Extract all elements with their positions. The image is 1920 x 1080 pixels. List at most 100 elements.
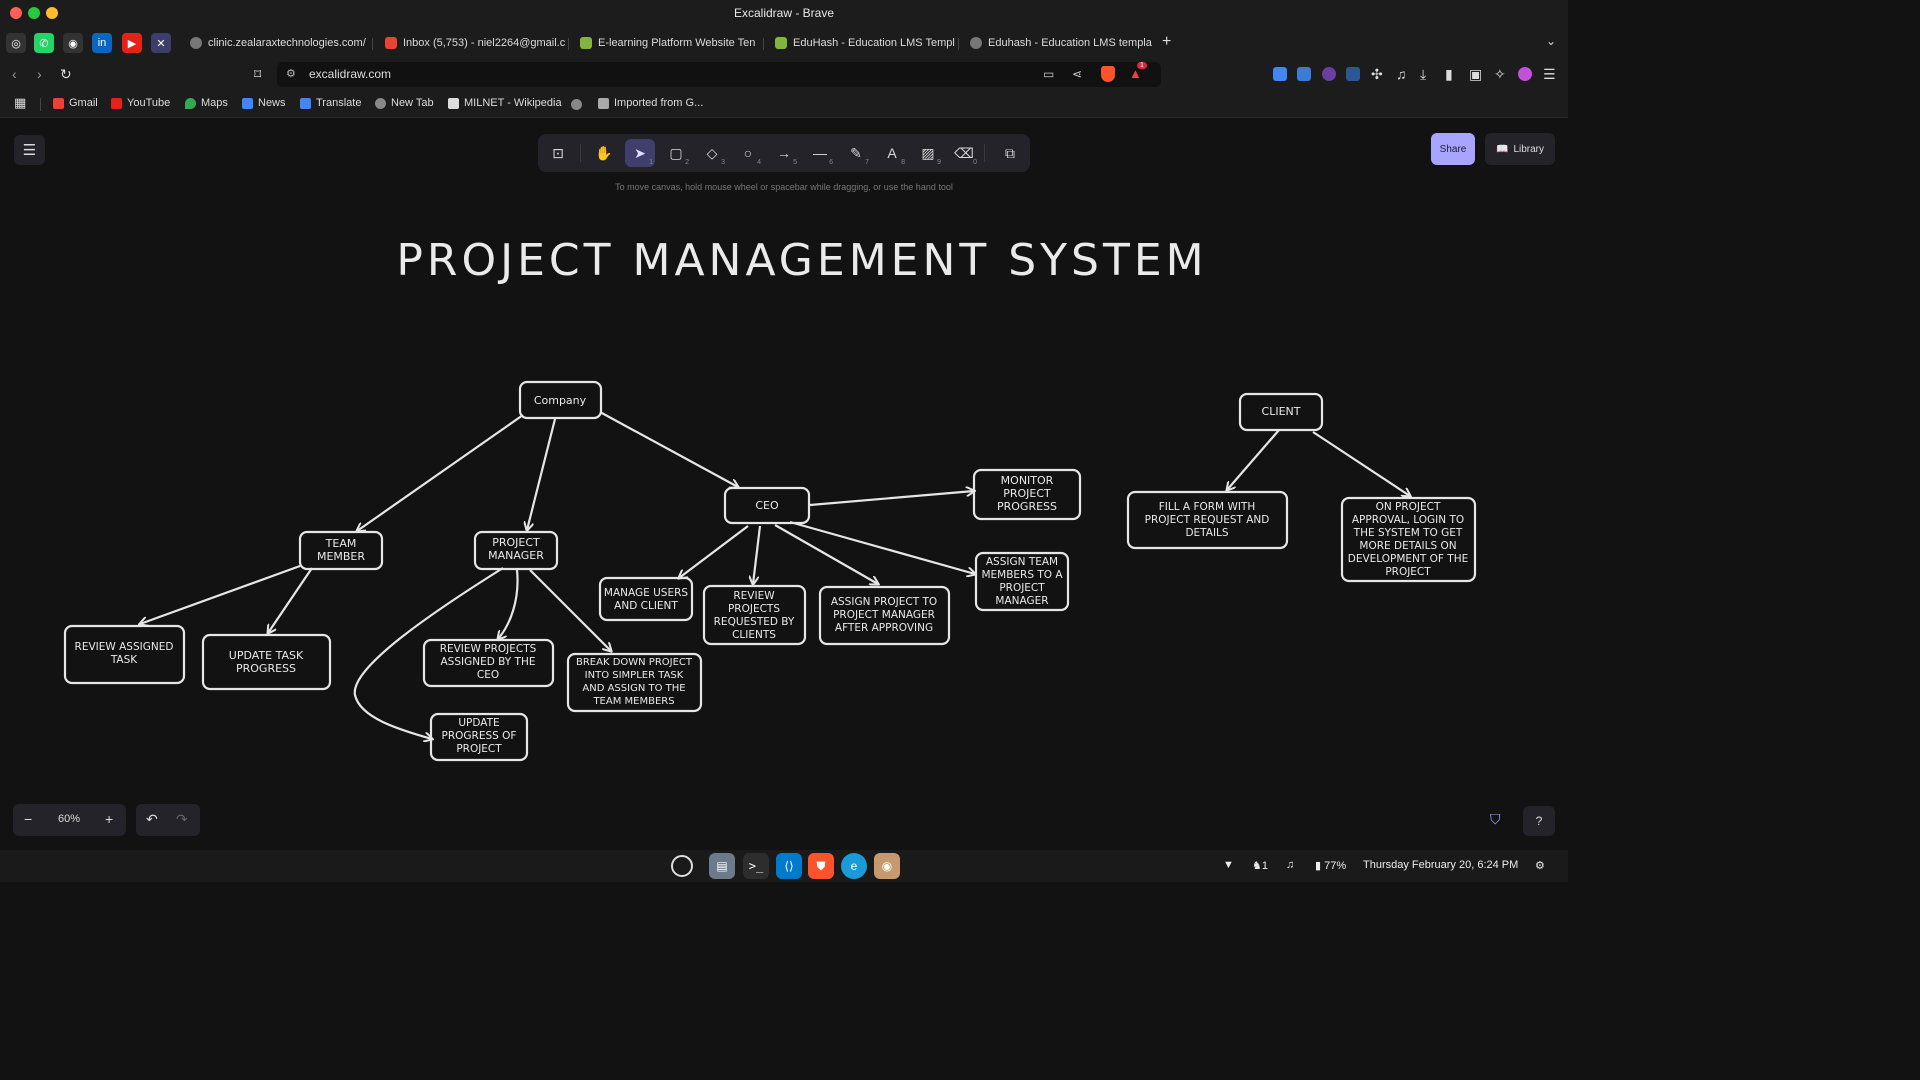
- pinned-tab-whatsapp[interactable]: ✆: [34, 33, 54, 53]
- vscode-icon[interactable]: ⟨⟩: [776, 853, 802, 879]
- selection-tool-icon[interactable]: ➤1: [625, 139, 655, 167]
- brave-rewards-icon[interactable]: ▲: [1129, 66, 1142, 81]
- bookmark-icon[interactable]: ⌑: [254, 66, 262, 82]
- extension-purple-icon[interactable]: [1322, 67, 1336, 81]
- extra-tools-icon[interactable]: ⧉: [1005, 144, 1015, 161]
- wallet-icon[interactable]: ▣: [1469, 66, 1483, 82]
- bookmark-new-tab[interactable]: New Tab: [375, 97, 434, 109]
- wikipedia-icon: [448, 97, 459, 109]
- lock-tool-icon[interactable]: ⊡: [552, 144, 564, 161]
- files-icon[interactable]: ▤: [709, 853, 735, 879]
- box-project-manager: [473, 530, 559, 571]
- bookmark-translate[interactable]: Translate: [300, 97, 361, 109]
- zoom-level[interactable]: 60%: [58, 813, 81, 825]
- extension-docs-icon[interactable]: [1273, 67, 1287, 81]
- pinned-tab-youtube[interactable]: ▶: [122, 33, 142, 53]
- node-boxes[interactable]: [63, 380, 1477, 762]
- terminal-icon[interactable]: >_: [743, 853, 769, 879]
- pinned-tab-github[interactable]: ◉: [63, 33, 83, 53]
- globe-icon: [375, 97, 386, 109]
- bookmark-gmail[interactable]: Gmail: [53, 97, 98, 109]
- share-page-icon[interactable]: ⋖: [1072, 67, 1083, 81]
- diamond-tool-icon[interactable]: ◇3: [706, 144, 725, 167]
- tab-clinic[interactable]: clinic.zealaraxtechnologies.com/: [190, 32, 366, 54]
- bookmark-milnet[interactable]: MILNET - Wikipedia: [448, 97, 562, 109]
- line-tool-icon[interactable]: —6: [813, 145, 833, 166]
- bookmark-maps[interactable]: Maps: [185, 97, 228, 109]
- extension-fi-icon[interactable]: [1297, 67, 1311, 81]
- main-menu-button[interactable]: ☰: [14, 135, 45, 165]
- pinned-tab-chatgpt[interactable]: ◎: [6, 33, 26, 53]
- profile-avatar[interactable]: [1518, 67, 1532, 81]
- downloads-icon[interactable]: ⤓: [1420, 66, 1427, 82]
- draw-pencil-tool-icon[interactable]: ✎7: [850, 144, 869, 167]
- bookmarks-separator: [40, 98, 41, 111]
- help-icon: ?: [1535, 814, 1543, 828]
- extensions-puzzle-icon[interactable]: ✣: [1371, 66, 1383, 82]
- pinned-tab-linkedin[interactable]: in: [92, 33, 112, 53]
- tab-gmail-inbox[interactable]: Inbox (5,753) - niel2264@gmail.c: [385, 32, 565, 54]
- new-tab-button[interactable]: +: [1162, 33, 1172, 50]
- globe-bookmark-icon[interactable]: [571, 99, 582, 110]
- undo-icon[interactable]: ↶: [146, 811, 158, 827]
- close-window-button[interactable]: [10, 7, 22, 19]
- music-icon[interactable]: ♫: [1286, 859, 1295, 871]
- sidebar-toggle-icon[interactable]: ▮: [1445, 66, 1453, 82]
- bookmark-news[interactable]: News: [242, 97, 286, 109]
- edge-browser-icon[interactable]: e: [841, 853, 867, 879]
- extension-pdf-icon[interactable]: [1346, 67, 1360, 81]
- url-bar[interactable]: ⚙ excalidraw.com ▭ ⋖ ▲ 1: [277, 62, 1161, 87]
- leo-ai-icon[interactable]: ✧: [1494, 66, 1506, 82]
- apps-grid-icon[interactable]: ▦: [14, 95, 27, 110]
- notification-count: 1: [1261, 860, 1268, 872]
- address-toolbar: ‹ › ↻ ⌑ ⚙ excalidraw.com ▭ ⋖ ▲ 1 ✣ ♫ ⤓ ▮…: [0, 59, 1568, 90]
- connector-arrows[interactable]: [140, 411, 1410, 739]
- encryption-shield-icon[interactable]: ⛉: [1490, 811, 1501, 827]
- pinned-tab-excalidraw[interactable]: ✕: [151, 33, 171, 53]
- maximize-window-button[interactable]: [46, 7, 58, 19]
- zoom-in-button[interactable]: +: [105, 811, 114, 827]
- tab-elearning[interactable]: E-learning Platform Website Ten: [580, 32, 755, 54]
- clock[interactable]: Thursday February 20, 6:24 PM: [1363, 859, 1519, 871]
- forward-arrow-icon[interactable]: ›: [37, 66, 42, 82]
- browser-menu-icon[interactable]: ☰: [1543, 66, 1556, 82]
- bookmark-youtube[interactable]: YouTube: [111, 97, 170, 109]
- brave-browser-icon[interactable]: ⛊: [808, 853, 834, 879]
- eraser-tool-icon[interactable]: ⌫0: [954, 144, 977, 167]
- tab-eduhash-1[interactable]: EduHash - Education LMS Templ: [775, 32, 955, 54]
- bookmark-label: New Tab: [391, 97, 434, 109]
- zoom-out-button[interactable]: −: [24, 811, 33, 827]
- wifi-icon[interactable]: ▼: [1223, 859, 1234, 871]
- image-tool-icon[interactable]: ▨9: [921, 144, 941, 167]
- media-music-icon[interactable]: ♫: [1396, 66, 1407, 82]
- shortcut-number: 6: [829, 159, 833, 166]
- arrow-tool-icon[interactable]: →5: [777, 145, 797, 166]
- brave-shields-icon[interactable]: [1101, 66, 1115, 82]
- redo-icon[interactable]: ↷: [176, 811, 188, 827]
- reload-icon[interactable]: ↻: [60, 66, 72, 82]
- cast-icon[interactable]: ▭: [1043, 67, 1055, 81]
- back-arrow-icon[interactable]: ‹: [12, 66, 17, 82]
- eye-app-icon[interactable]: ◉: [874, 853, 900, 879]
- arrow-ceo-monitor: [809, 491, 974, 507]
- tab-eduhash-2[interactable]: Eduhash - Education LMS templa: [970, 32, 1152, 54]
- minimize-window-button[interactable]: [28, 7, 40, 19]
- notification-icon[interactable]: ♞1: [1252, 860, 1268, 872]
- hand-tool-icon[interactable]: ✋: [595, 144, 613, 161]
- site-settings-icon[interactable]: ⚙: [286, 68, 296, 80]
- share-button[interactable]: Share: [1431, 133, 1475, 165]
- battery-icon[interactable]: ▮ 77%: [1315, 860, 1347, 872]
- ubuntu-launcher-icon[interactable]: [671, 855, 693, 877]
- rectangle-tool-icon[interactable]: ▢2: [669, 144, 689, 167]
- help-button[interactable]: ?: [1523, 806, 1555, 836]
- ellipse-tool-icon[interactable]: ○4: [743, 145, 761, 166]
- diagram-title[interactable]: PROJECT MANAGEMENT SYSTEM: [396, 235, 1207, 286]
- history-controls: ↶ ↷: [136, 804, 200, 836]
- library-button[interactable]: 📖Library: [1485, 133, 1555, 165]
- tab-list-chevron-icon[interactable]: ⌄: [1546, 34, 1557, 48]
- system-menu-icon[interactable]: ⚙: [1535, 860, 1545, 872]
- bookmark-folder-imported[interactable]: Imported from G...: [598, 97, 703, 109]
